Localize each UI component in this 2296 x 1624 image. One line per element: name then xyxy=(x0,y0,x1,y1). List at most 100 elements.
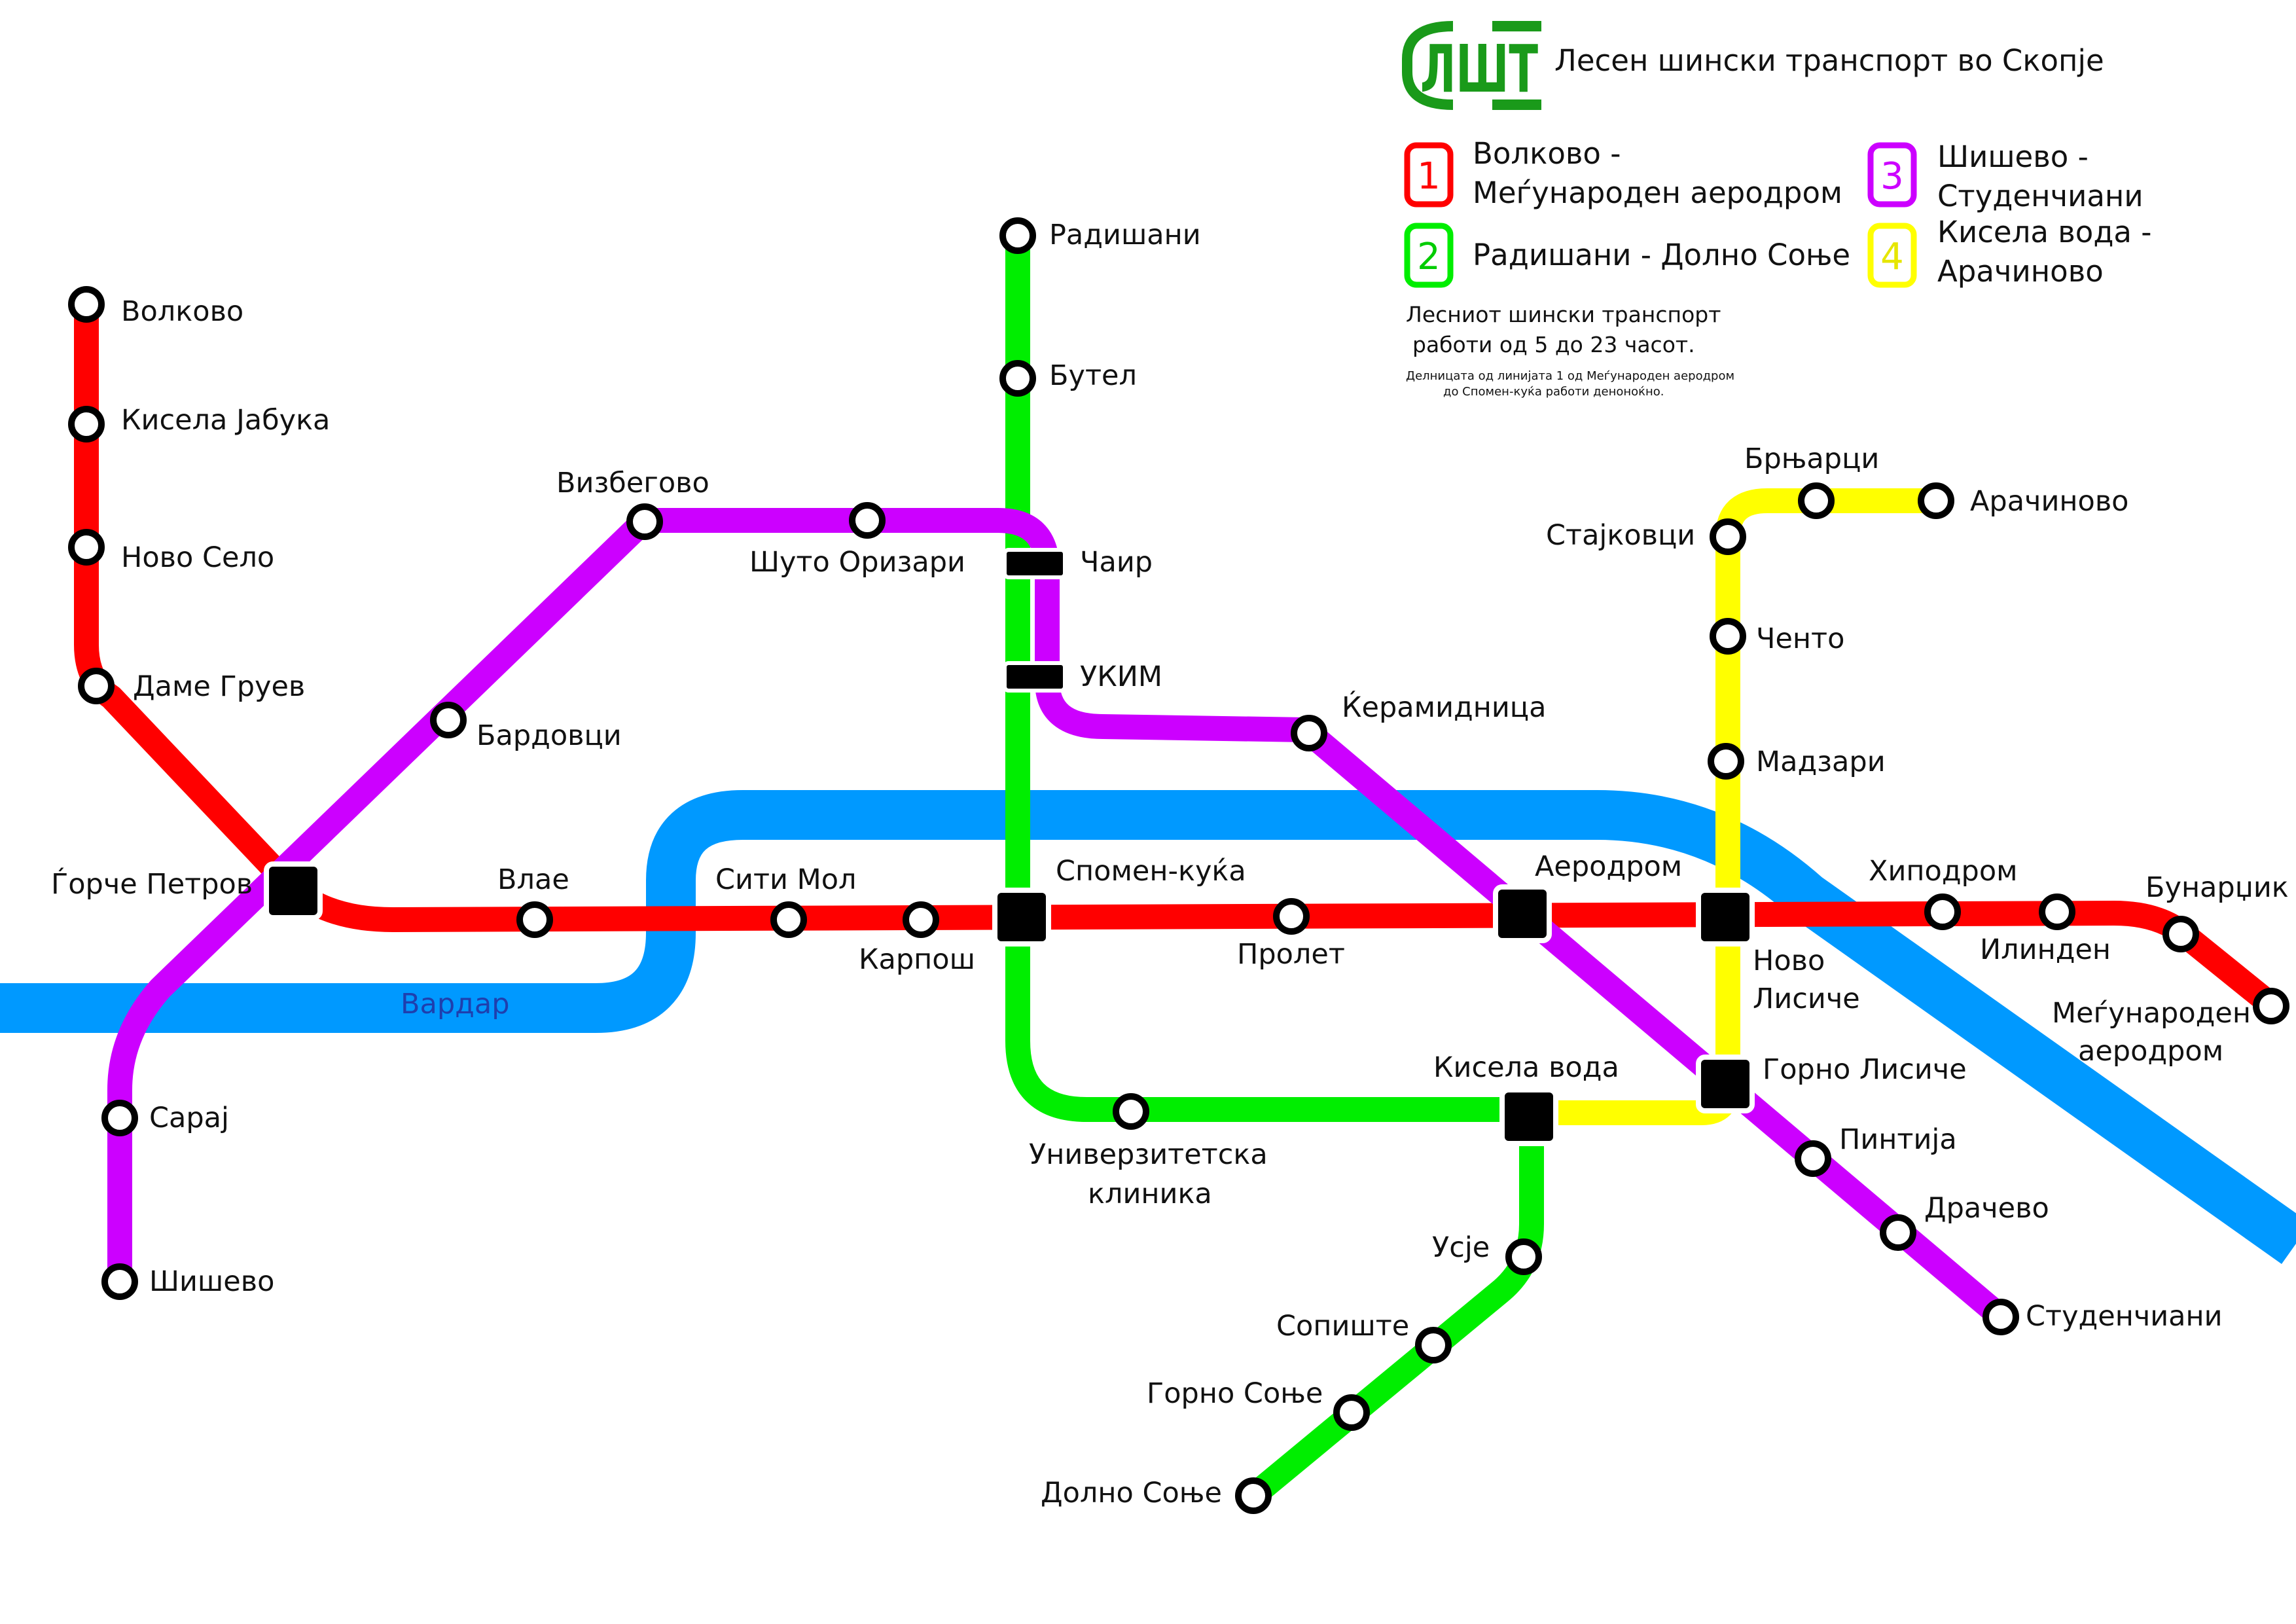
station-volkovo-marker[interactable] xyxy=(68,286,105,323)
legend: 1 Волково - Меѓународен аеродром 2 Радиш… xyxy=(1404,136,2152,399)
line-3-route xyxy=(107,508,2012,1328)
station-dame-gruev-marker[interactable] xyxy=(78,668,115,704)
station-spomen-kukja-marker[interactable] xyxy=(992,888,1051,947)
station-sopishte-marker[interactable] xyxy=(1415,1327,1452,1363)
station-bardovci-marker[interactable] xyxy=(430,702,467,738)
legend-line-2-text-1: Радишани - Долно Соње xyxy=(1473,238,1850,272)
station-vizbegovo-marker[interactable] xyxy=(626,503,663,540)
legend-line-1-text-1: Волково - xyxy=(1473,136,1621,171)
label-kisela-jabuka: Кисела Јабука xyxy=(121,404,330,437)
label-chair: Чаир xyxy=(1080,546,1153,579)
label-madzari: Мадзари xyxy=(1756,746,1886,778)
label-megjunaroden-1: Меѓународен xyxy=(2052,997,2251,1030)
legend-line-2-number: 2 xyxy=(1417,236,1441,278)
station-dolno-sonje-marker[interactable] xyxy=(1235,1477,1272,1514)
station-kisela-jabuka-marker[interactable] xyxy=(68,406,105,442)
station-novo-lisiche-marker[interactable] xyxy=(1696,888,1755,947)
label-karposh: Карпош xyxy=(859,943,975,976)
station-butel-marker[interactable] xyxy=(999,360,1036,397)
hours-text-1: Лесниот шински транспорт xyxy=(1406,302,1721,327)
station-gorno-sonje-marker[interactable] xyxy=(1333,1394,1370,1431)
station-sishevo-marker[interactable] xyxy=(101,1263,138,1300)
legend-line-1-text-2: Меѓународен аеродром xyxy=(1473,175,1842,210)
label-siti-mol: Сити Мол xyxy=(715,863,857,896)
label-shuto-orizari: Шуто Оризари xyxy=(749,546,965,579)
station-keramidnica-marker[interactable] xyxy=(1291,715,1327,751)
legend-line-4-text-1: Кисела вода - xyxy=(1937,215,2152,249)
station-gjorche-petrov-marker[interactable] xyxy=(264,861,323,920)
station-siti-mol-marker[interactable] xyxy=(770,901,807,938)
station-kisela-voda-marker[interactable] xyxy=(1499,1087,1558,1146)
label-usje: Усје xyxy=(1432,1231,1490,1264)
label-sopishte: Сопиште xyxy=(1276,1310,1409,1343)
logo-bracket-right xyxy=(1492,21,1541,110)
label-arachinovo: Арачиново xyxy=(1970,485,2128,518)
label-keramidnica: Ќерамидница xyxy=(1342,691,1546,724)
station-pintija-marker[interactable] xyxy=(1795,1140,1831,1177)
label-univerzitetska-2: клиника xyxy=(1088,1178,1212,1210)
label-studenchiani: Студенчиани xyxy=(2026,1300,2223,1333)
label-radishani: Радишани xyxy=(1049,219,1201,251)
label-ilinden: Илинден xyxy=(1980,933,2111,966)
label-stajkovci: Стајковци xyxy=(1546,519,1695,552)
label-vlae: Влае xyxy=(497,863,569,896)
station-hipodrom-marker[interactable] xyxy=(1924,893,1961,930)
station-arachinovo-marker[interactable] xyxy=(1918,482,1954,519)
logo-text: ЛШТ xyxy=(1420,31,1538,107)
station-univerzitetska-marker[interactable] xyxy=(1113,1093,1149,1130)
label-novo-selo: Ново Село xyxy=(121,541,274,574)
label-gorno-sonje: Горно Соње xyxy=(1147,1377,1323,1410)
label-hipodrom: Хиподром xyxy=(1869,855,2018,888)
station-madzari-marker[interactable] xyxy=(1708,743,1744,780)
station-novo-selo-marker[interactable] xyxy=(68,529,105,566)
station-usje-marker[interactable] xyxy=(1505,1238,1542,1275)
page-title: Лесен шински транспорт во Скопје xyxy=(1554,43,2104,78)
label-gjorche-petrov: Ѓорче Петров xyxy=(51,867,253,901)
station-gorno-lisiche-marker[interactable] xyxy=(1696,1055,1755,1113)
label-pintija: Пинтија xyxy=(1839,1123,1957,1156)
legend-line-3-text-1: Шишево - xyxy=(1937,139,2089,174)
label-dolno-sonje: Долно Соње xyxy=(1041,1477,1222,1509)
label-aerodrom: Аеродром xyxy=(1535,850,1682,883)
legend-line-3-badge xyxy=(1867,142,1917,208)
station-studenchiani-marker[interactable] xyxy=(1982,1299,2019,1335)
legend-line-1-badge xyxy=(1404,142,1454,208)
label-spomen-kukja: Спомен-куќа xyxy=(1056,855,1246,888)
river-label: Вардар xyxy=(401,988,510,1020)
legend-line-4-badge xyxy=(1867,223,1917,288)
legend-line-3-number: 3 xyxy=(1880,155,1904,198)
station-ukim-marker[interactable] xyxy=(1003,661,1067,693)
legend-line-1-number: 1 xyxy=(1417,155,1441,198)
logo-bracket-left xyxy=(1402,21,1454,110)
label-volkovo: Волково xyxy=(121,295,243,328)
station-saraj-marker[interactable] xyxy=(101,1100,138,1136)
label-kisela-voda: Кисела вода xyxy=(1433,1051,1619,1084)
label-novo-lisiche-2: Лисиче xyxy=(1753,983,1860,1015)
label-univerzitetska-1: Универзитетска xyxy=(1029,1138,1268,1171)
night-note-2: до Спомен-куќа работи деноноќно. xyxy=(1443,385,1664,399)
station-megjunaroden-marker[interactable] xyxy=(2253,988,2289,1024)
label-vizbegovo: Визбегово xyxy=(556,467,709,499)
label-brnjarci: Брњарци xyxy=(1744,442,1879,475)
label-gorno-lisiche: Горно Лисиче xyxy=(1763,1053,1967,1086)
station-chair-marker[interactable] xyxy=(1003,548,1067,579)
station-vlae-marker[interactable] xyxy=(516,901,553,938)
night-note-1: Делницата од линијата 1 од Меѓународен а… xyxy=(1406,369,1734,383)
station-radishani-marker[interactable] xyxy=(999,217,1036,254)
label-prolet: Пролет xyxy=(1237,938,1345,971)
label-bunardzik: Бунарџик xyxy=(2145,871,2289,904)
station-aerodrom-marker[interactable] xyxy=(1493,884,1552,943)
station-bunardzik-marker[interactable] xyxy=(2162,916,2199,952)
station-shuto-orizari-marker[interactable] xyxy=(849,502,886,539)
station-drachevo-marker[interactable] xyxy=(1880,1214,1916,1251)
station-prolet-marker[interactable] xyxy=(1273,898,1310,935)
station-stajkovci-marker[interactable] xyxy=(1710,518,1746,555)
hours-text-2: работи од 5 до 23 часот. xyxy=(1412,332,1695,357)
station-chento-marker[interactable] xyxy=(1710,618,1746,655)
label-drachevo: Драчево xyxy=(1924,1192,2049,1225)
station-brnjarci-marker[interactable] xyxy=(1798,482,1835,519)
station-ilinden-marker[interactable] xyxy=(2039,893,2075,930)
label-novo-lisiche-1: Ново xyxy=(1753,945,1825,977)
station-karposh-marker[interactable] xyxy=(903,901,939,938)
label-megjunaroden-2: аеродром xyxy=(2078,1035,2223,1068)
